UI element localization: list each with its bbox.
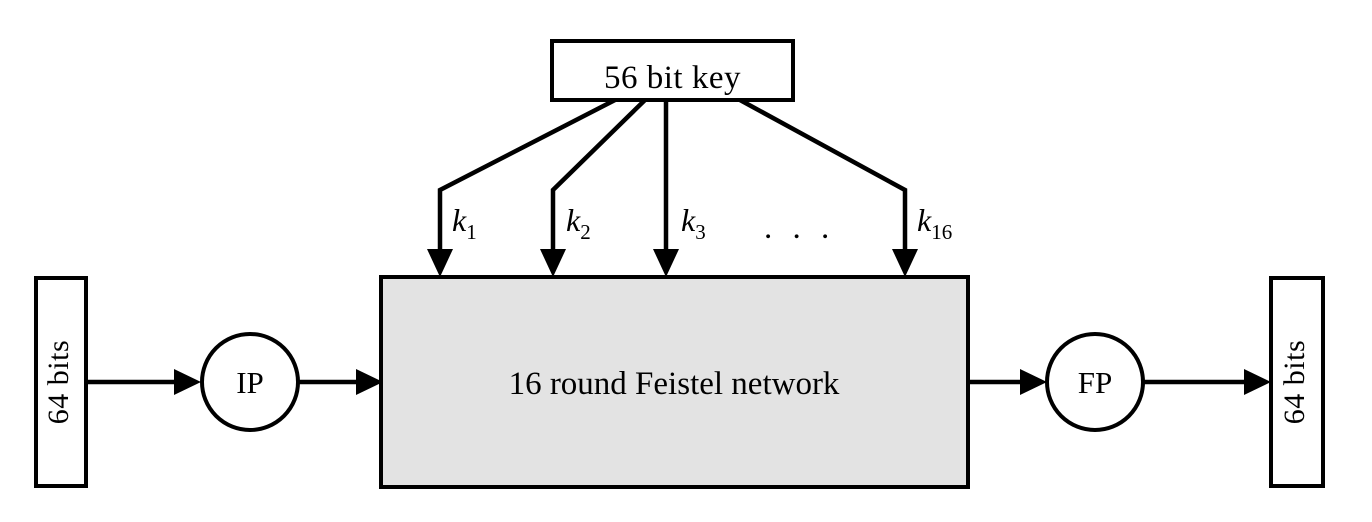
key-box: [550, 39, 795, 102]
subkey-label-k16: k16: [917, 202, 952, 244]
subkey-arrowhead-k3: [653, 249, 679, 277]
input-block: [34, 276, 88, 488]
arrowhead-fp-to-output: [1244, 369, 1271, 395]
subkey-connector-k1: [437, 97, 617, 258]
arrowhead-feistel-to-fp: [1020, 369, 1047, 395]
arrowhead-input-to-ip: [174, 369, 201, 395]
feistel-network-box: [379, 275, 970, 489]
subkey-label-k1-base: k: [452, 202, 467, 238]
subkey-label-k3-base: k: [681, 202, 696, 238]
output-block-label: 64 bits: [1278, 340, 1311, 424]
subkey-label-k2: k2: [566, 202, 591, 244]
output-block: [1269, 276, 1325, 488]
subkey-arrowhead-k1: [427, 249, 453, 277]
subkey-ellipsis: . . .: [764, 210, 835, 246]
initial-permutation-label: IP: [236, 365, 264, 400]
subkey-label-k3: k3: [681, 202, 706, 244]
final-permutation-label: FP: [1078, 365, 1112, 400]
subkey-label-k16-base: k: [917, 202, 932, 238]
subkey-label-k2-sub: 2: [580, 220, 591, 244]
subkey-label-k3-sub: 3: [695, 220, 706, 244]
arrowhead-ip-to-feistel: [356, 369, 383, 395]
subkey-label-k1-sub: 1: [466, 220, 477, 244]
subkey-label-k1: k1: [452, 202, 477, 244]
subkey-connector-k2: [550, 98, 647, 258]
input-block-label: 64 bits: [42, 340, 75, 424]
key-box-label: 56 bit key: [604, 60, 741, 96]
subkey-connector-k16: [738, 98, 908, 258]
subkey-arrowhead-k16: [892, 249, 918, 277]
subkey-label-k2-base: k: [566, 202, 581, 238]
subkey-arrowhead-k2: [540, 249, 566, 277]
subkey-label-k16-sub: 16: [931, 220, 952, 244]
feistel-network-label: 16 round Feistel network: [509, 366, 840, 402]
